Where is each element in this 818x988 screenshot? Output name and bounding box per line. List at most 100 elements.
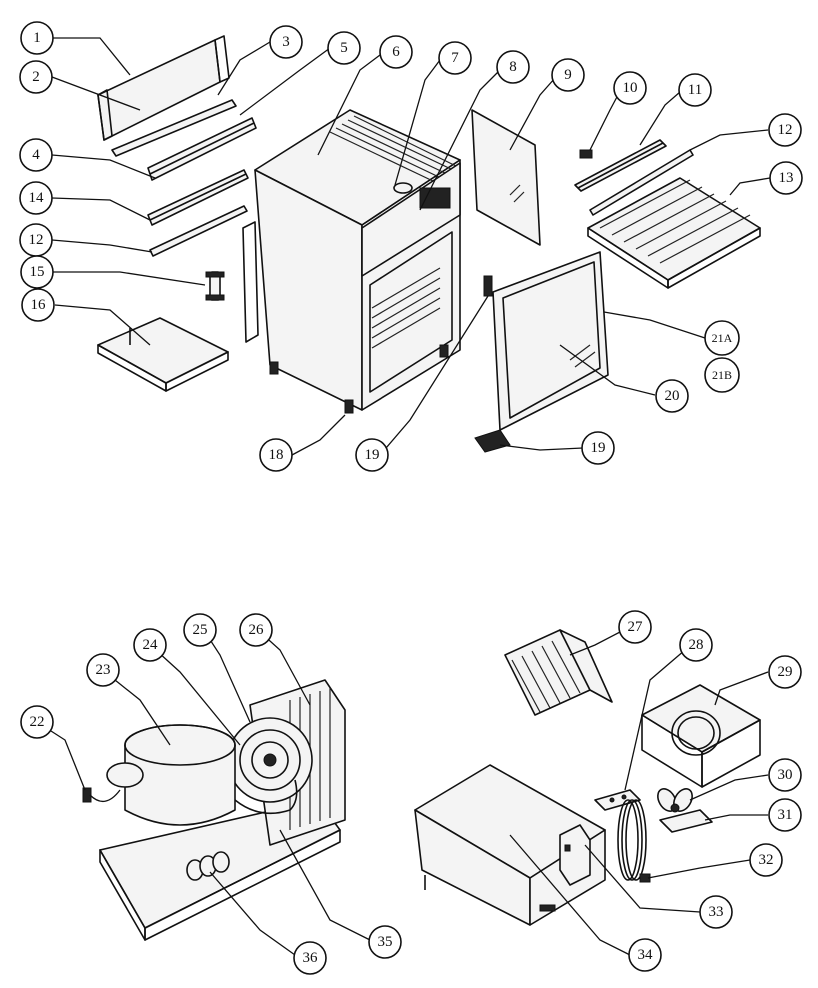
callout-label: 12 xyxy=(778,122,793,138)
callout-32: 32 xyxy=(749,843,783,877)
callout-11: 11 xyxy=(678,73,712,107)
callout-31: 31 xyxy=(768,798,802,832)
callout-14: 14 xyxy=(19,181,53,215)
callout-label: 13 xyxy=(779,170,794,186)
callout-label: 24 xyxy=(143,637,159,653)
callout-label: 7 xyxy=(451,50,459,66)
part-16-drip-tray xyxy=(97,317,229,392)
callout-label: 22 xyxy=(30,714,45,730)
callout-label: 3 xyxy=(282,34,290,50)
callout-4: 4 xyxy=(19,138,53,172)
part-33-electrical-box xyxy=(559,824,591,886)
callout-26: 26 xyxy=(239,613,273,647)
callout-label: 16 xyxy=(31,297,47,313)
callout-label: 9 xyxy=(564,67,572,83)
callout-35: 35 xyxy=(368,925,402,959)
part-35-tubing xyxy=(234,779,298,815)
callout-19-left: 19 xyxy=(355,438,389,472)
callout-label: 14 xyxy=(29,190,45,206)
part-23-compressor xyxy=(124,724,236,826)
callout-16: 16 xyxy=(21,288,55,322)
callout-27: 27 xyxy=(618,610,652,644)
callout-33: 33 xyxy=(699,895,733,929)
callout-2: 2 xyxy=(19,60,53,94)
part-15-hinge xyxy=(205,271,225,301)
part-12-bar-left xyxy=(149,205,248,257)
part-27-evaporator-coil xyxy=(504,629,613,716)
callout-label: 12 xyxy=(29,232,44,248)
callout-label: 18 xyxy=(269,447,284,463)
callout-12-left: 12 xyxy=(19,223,53,257)
callout-25: 25 xyxy=(183,613,217,647)
leader-lines xyxy=(36,37,771,956)
part-25-fan-shroud xyxy=(227,717,313,803)
callout-label: 20 xyxy=(665,388,680,404)
callout-19-right: 19 xyxy=(581,431,615,465)
callout-label: 33 xyxy=(709,904,724,920)
part-19-hinge-bottom xyxy=(474,429,511,453)
callout-label: 27 xyxy=(628,619,644,635)
callout-label: 19 xyxy=(591,440,606,456)
callout-1: 1 xyxy=(20,21,54,55)
part-3-strip xyxy=(111,99,237,157)
part-29-fan-plate xyxy=(641,684,761,788)
callout-label: 6 xyxy=(392,44,400,60)
part-30-fan-blade xyxy=(657,788,693,813)
callout-label: 11 xyxy=(688,82,702,98)
part-19-hinge-top xyxy=(483,275,493,297)
callout-label: 23 xyxy=(96,662,111,678)
callout-18: 18 xyxy=(259,438,293,472)
callout-29: 29 xyxy=(768,655,802,689)
callout-12-right: 12 xyxy=(768,113,802,147)
evaporator-assembly xyxy=(414,629,761,926)
part-5-channel xyxy=(147,117,257,181)
callout-label: 31 xyxy=(778,807,793,823)
callout-20: 20 xyxy=(655,379,689,413)
callout-label: 21A xyxy=(712,331,733,345)
callout-22: 22 xyxy=(20,705,54,739)
part-14-channel xyxy=(147,169,249,226)
callout-label: 35 xyxy=(378,934,393,950)
part-6-cabinet-body xyxy=(242,109,461,414)
callout-label: 34 xyxy=(638,947,654,963)
part-10-block xyxy=(579,149,593,159)
callout-13: 13 xyxy=(769,161,803,195)
refrigeration-unit xyxy=(82,679,346,941)
callout-7: 7 xyxy=(438,41,472,75)
callout-28: 28 xyxy=(679,628,713,662)
part-11-rail xyxy=(574,139,667,192)
part-12-bar-right xyxy=(589,149,694,216)
callout-label: 28 xyxy=(689,637,704,653)
callout-label: 5 xyxy=(340,40,348,56)
callout-15: 15 xyxy=(20,255,54,289)
callout-8: 8 xyxy=(496,50,530,84)
callout-24: 24 xyxy=(133,628,167,662)
part-36-mounts xyxy=(186,851,230,881)
part-13-wire-shelf xyxy=(587,177,761,289)
part-2-top-panel xyxy=(97,35,230,141)
callout-label: 2 xyxy=(32,69,40,85)
callout-label: 30 xyxy=(778,767,793,783)
callout-10: 10 xyxy=(613,71,647,105)
callout-label: 15 xyxy=(30,264,45,280)
callout-21a: 21A xyxy=(704,320,740,356)
callout-21b: 21B xyxy=(704,357,740,393)
callouts: 1 2 3 5 4 6 7 8 9 10 11 12 13 14 12 15 1… xyxy=(19,21,803,975)
callout-3: 3 xyxy=(269,25,303,59)
callout-label: 32 xyxy=(759,852,774,868)
callout-9: 9 xyxy=(551,58,585,92)
part-31-motor-mount xyxy=(659,809,713,833)
part-32-coiled-tube xyxy=(617,799,651,883)
callout-label: 19 xyxy=(365,447,380,463)
callout-5: 5 xyxy=(327,31,361,65)
callout-label: 26 xyxy=(249,622,265,638)
part-9-glass-panel xyxy=(471,109,541,246)
callout-label: 4 xyxy=(32,147,40,163)
part-22-relay xyxy=(82,762,144,803)
callout-label: 8 xyxy=(509,59,517,75)
callout-label: 29 xyxy=(778,664,793,680)
callout-36: 36 xyxy=(293,941,327,975)
callout-6: 6 xyxy=(379,35,413,69)
callout-label: 21B xyxy=(712,368,732,382)
